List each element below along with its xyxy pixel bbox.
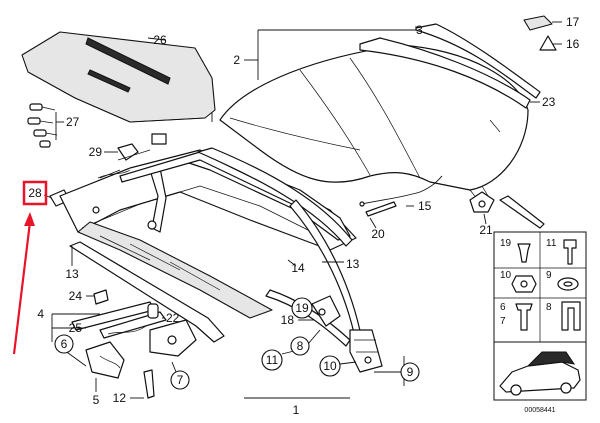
callout-15: 15: [418, 199, 432, 213]
callout-labels: 1 2 3 4 5 11 12 13 13 14 15 16 17 18 20 …: [37, 15, 579, 417]
hw-label-8: 8: [546, 302, 552, 313]
callout-13a: 13: [65, 267, 79, 281]
callout-25: 25: [69, 321, 83, 335]
hw-label-7: 7: [500, 316, 506, 327]
callout-2: 2: [233, 53, 240, 67]
callout-27-lead: [55, 112, 64, 140]
svg-text:6: 6: [61, 337, 68, 351]
roof-frame-assembly: [59, 149, 357, 319]
callout-1: 1: [293, 403, 300, 417]
callout-leaders: [51, 21, 562, 399]
callout-23: 23: [542, 95, 556, 109]
callout-14: 14: [291, 261, 305, 275]
hardware-panel: 19 11 10 9 6 7 8: [493, 231, 587, 343]
callout-9-circle: 9: [400, 362, 420, 382]
hw-label-6: 6: [500, 302, 506, 313]
part-2-soft-top: [219, 44, 529, 201]
part-22-bushing: [147, 303, 159, 319]
callout-4: 4: [37, 307, 44, 321]
callout-18: 18: [281, 313, 295, 327]
hw-screw-icon: [515, 303, 533, 331]
part-27-screws: [27, 103, 58, 148]
callout-27: 27: [66, 115, 80, 129]
callout-17: 17: [566, 15, 580, 29]
svg-text:7: 7: [177, 373, 184, 387]
hw-label-11: 11: [546, 238, 557, 249]
part-23-window-strip: [359, 23, 541, 133]
callout-21: 21: [479, 223, 493, 237]
hw-bolt-icon: [563, 239, 577, 265]
callout-3: 3: [416, 23, 423, 37]
hw-rivet-icon: [517, 243, 531, 263]
part-15-cable: [359, 175, 443, 207]
hw-label-19: 19: [500, 238, 512, 249]
callout-19-circle: 19: [291, 297, 313, 319]
callout-26: 26: [153, 33, 167, 47]
callout-11: 11: [266, 353, 279, 367]
part-17-cap: [523, 15, 553, 31]
callout-16: 16: [566, 37, 580, 51]
part-13-14-seals: [69, 147, 363, 347]
part-20-pin: [365, 201, 397, 217]
car-thumbnail: [493, 341, 587, 401]
svg-text:19: 19: [295, 301, 309, 315]
callout-6-circle: 6: [54, 334, 74, 354]
hw-label-9: 9: [546, 270, 552, 281]
callout-28-highlight: 28: [22, 180, 48, 206]
reference-number: 00058441: [524, 407, 555, 414]
callout-8-circle: 8: [290, 336, 310, 356]
callout-20: 20: [371, 227, 385, 241]
svg-text:10: 10: [323, 359, 337, 373]
hw-clip-icon: [561, 301, 581, 331]
part-29-bracket: [104, 133, 167, 161]
callout-12: 12: [113, 391, 127, 405]
part-16-clip: [539, 35, 557, 51]
hw-label-10: 10: [500, 270, 512, 281]
callout-11-circle: [261, 349, 283, 371]
callout-13b: 13: [346, 257, 360, 271]
part-26-lid: [21, 31, 216, 123]
callout-22: 22: [166, 311, 180, 325]
part-hinge-assembly: [311, 295, 383, 373]
callout-7-circle: 7: [170, 370, 190, 390]
callout-29: 29: [89, 145, 103, 159]
part-lock-mechanism: [85, 319, 197, 399]
red-arrow: [12, 212, 35, 355]
svg-text:9: 9: [407, 365, 414, 379]
svg-text:8: 8: [297, 339, 304, 353]
callout-10-circle: 10: [319, 355, 341, 377]
callout-5: 5: [93, 393, 100, 407]
part-24-grommet: [93, 289, 109, 305]
callout-24: 24: [69, 289, 83, 303]
part-21-bracket-rod: [469, 191, 545, 229]
svg-text:28: 28: [28, 186, 42, 200]
